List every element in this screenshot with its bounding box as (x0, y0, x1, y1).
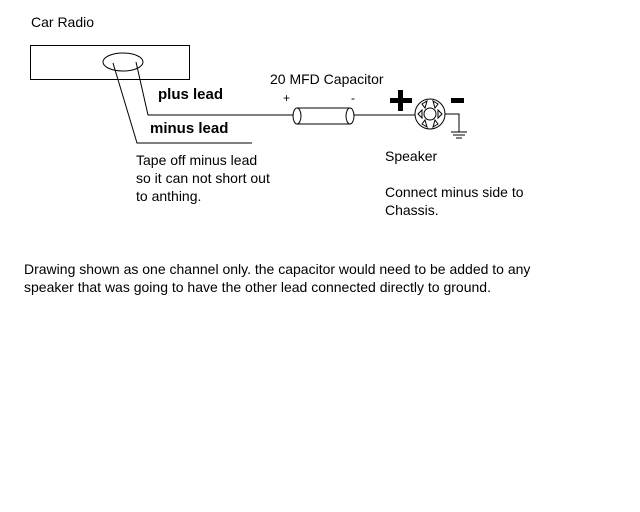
tape-note-line-3: to anthing. (136, 188, 202, 204)
footer-note-line-1: Drawing shown as one channel only. the c… (24, 261, 531, 277)
minus-lead-wire (112, 62, 252, 144)
car-radio-box (30, 45, 190, 80)
speaker-minus-icon (451, 98, 464, 103)
ground-wire (445, 113, 460, 132)
car-radio-label: Car Radio (31, 14, 95, 30)
radio-connector-ellipse (102, 52, 144, 72)
capacitor-symbol (292, 107, 355, 125)
ground-icon (451, 131, 467, 139)
speaker-label: Speaker (385, 148, 438, 164)
plus-lead-label: plus lead (158, 86, 224, 103)
plus-lead-wire (135, 61, 297, 116)
speaker-icon (414, 98, 446, 130)
minus-lead-label: minus lead (150, 120, 229, 137)
tape-note-line-2: so it can not short out (136, 170, 270, 186)
chassis-note-line-1: Connect minus side to (385, 184, 524, 200)
capacitor-plus-label: + (283, 91, 291, 105)
tape-note-line-1: Tape off minus lead (136, 152, 258, 168)
capacitor-minus-label: - (351, 91, 355, 105)
capacitor-label: 20 MFD Capacitor (270, 71, 384, 87)
footer-note-line-2: speaker that was going to have the other… (24, 279, 491, 295)
chassis-note-line-2: Chassis. (385, 202, 439, 218)
speaker-plus-icon (390, 90, 412, 111)
